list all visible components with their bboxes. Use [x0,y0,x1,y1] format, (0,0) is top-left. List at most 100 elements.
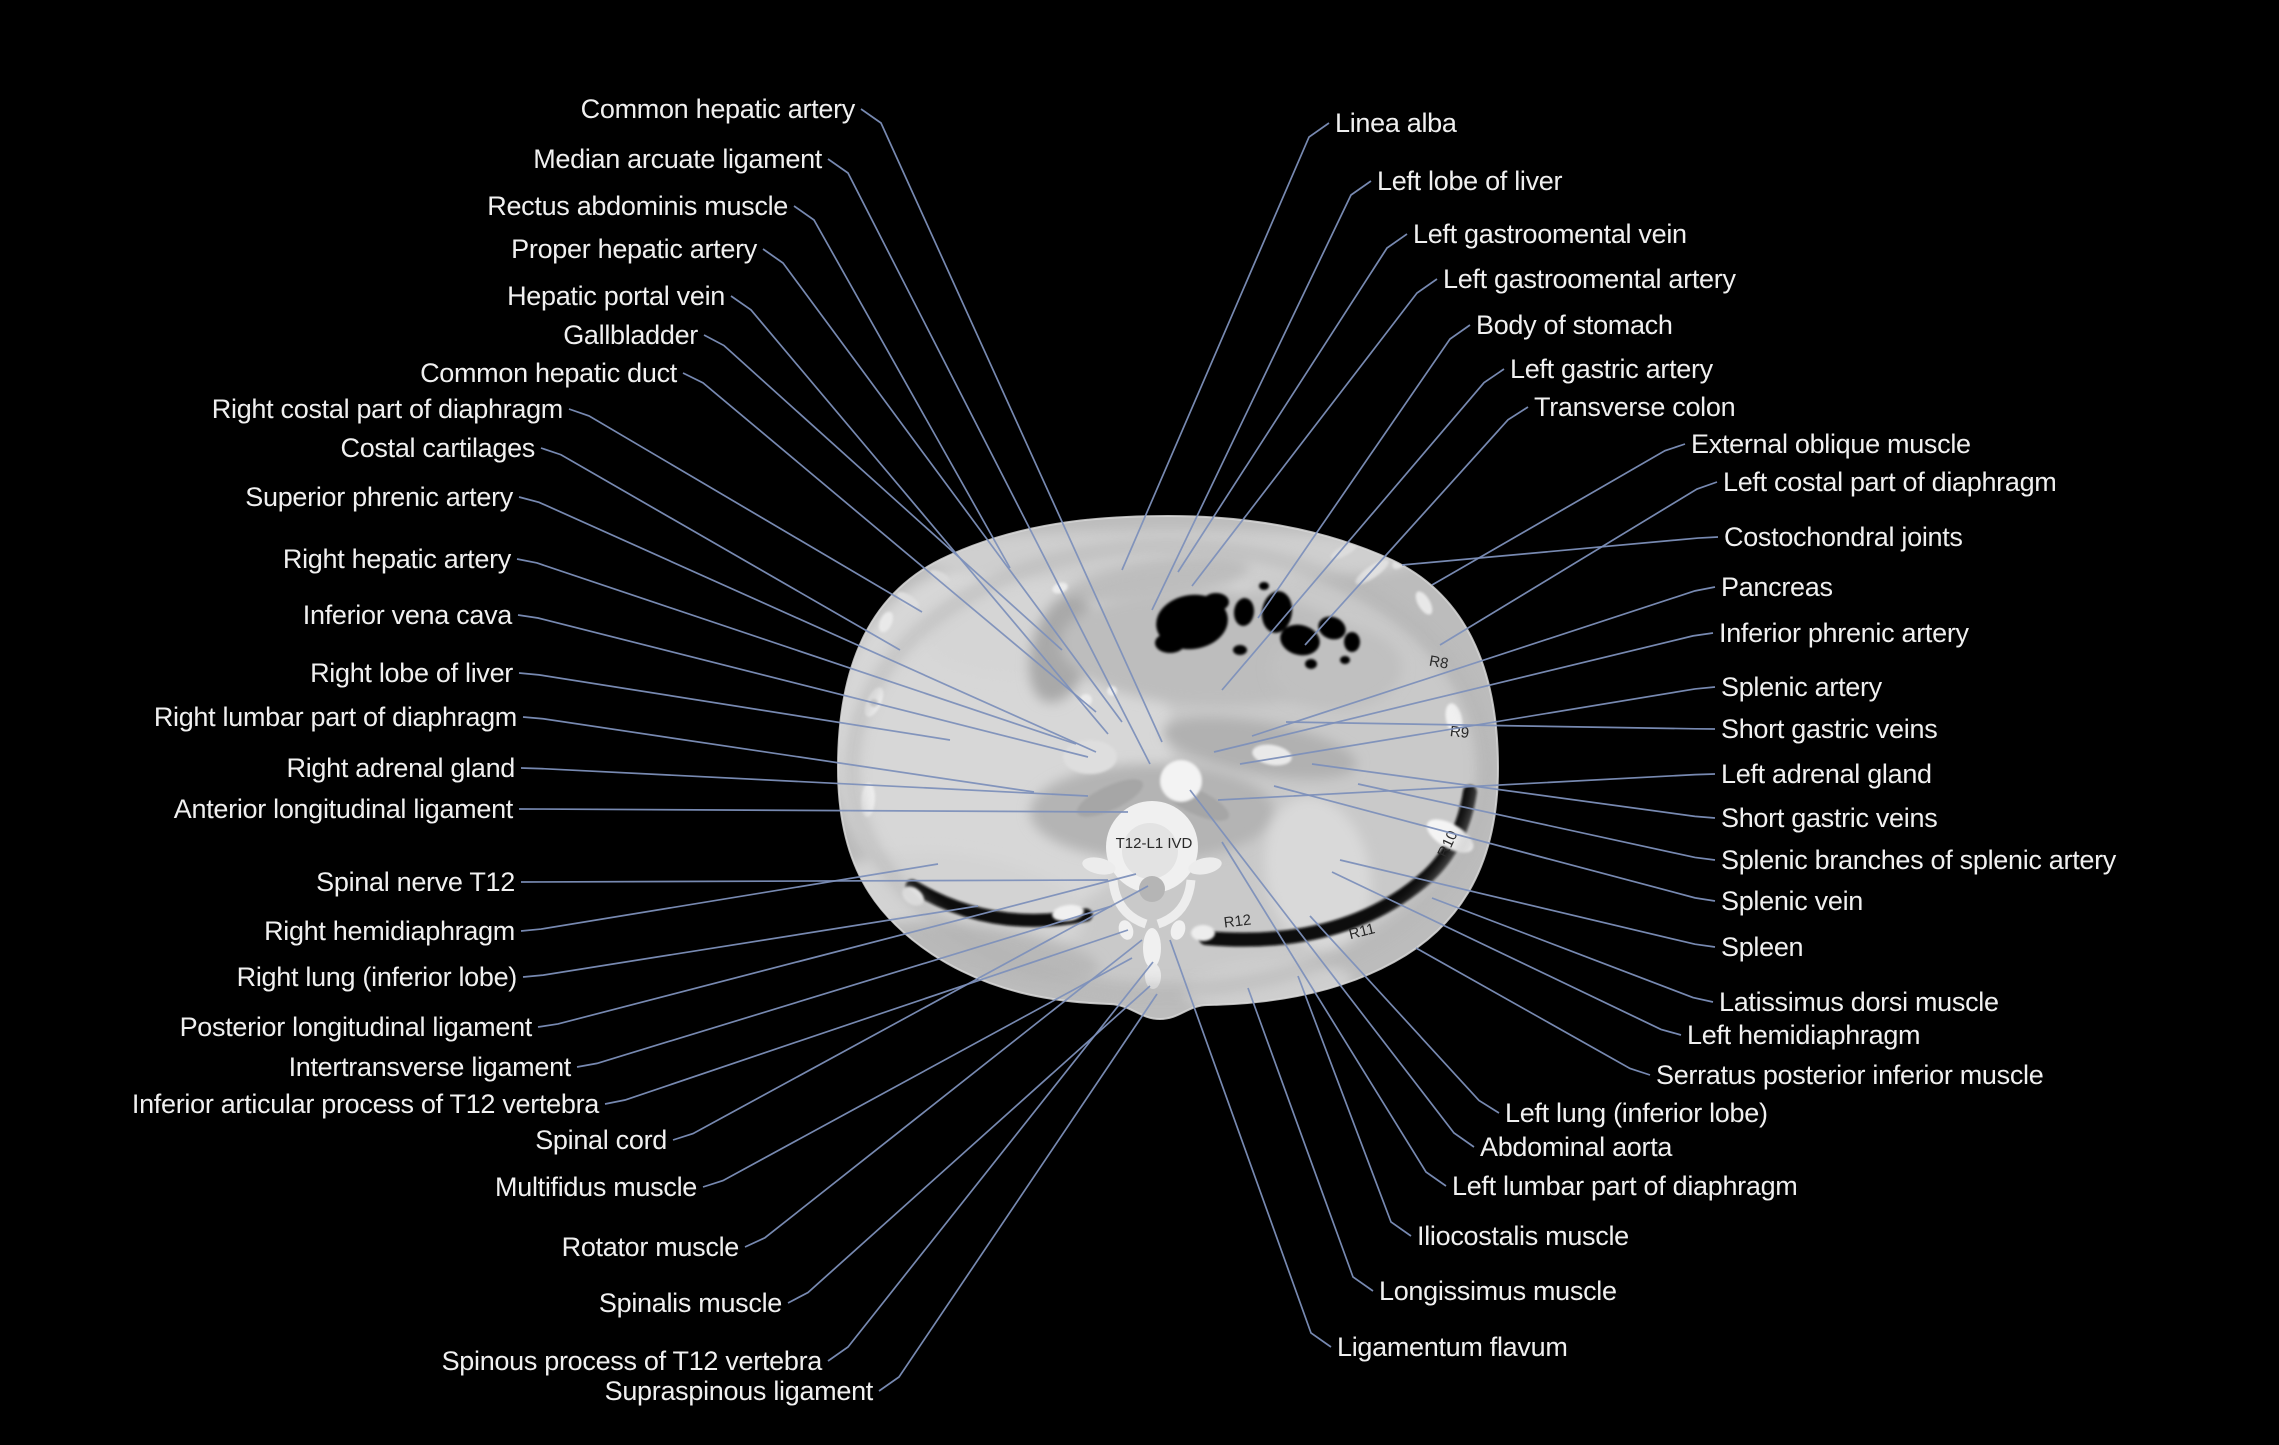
leader-line [518,808,1129,813]
leader-line [1431,897,1714,1003]
leader-line [520,879,1109,883]
anatomy-label: Left gastroomental vein [1413,219,1687,249]
leader-line [1247,987,1374,1292]
leader-line [1285,721,1716,730]
anatomy-label: Left gastroomental artery [1443,264,1736,294]
anatomy-label: Right lumbar part of diaphragm [153,702,517,732]
anatomy-label: Right lobe of liver [310,658,513,688]
anatomy-label: Proper hepatic artery [511,234,757,264]
anatomy-label: Short gastric veins [1721,803,1938,833]
leader-line [1191,278,1438,587]
leader-line [1221,368,1505,691]
leader-line [1151,180,1372,611]
leader-line [1331,871,1682,1036]
anatomy-label: Latissimus dorsi muscle [1719,987,1999,1017]
leader-line [1239,686,1716,765]
anatomy-label: Longissimus muscle [1379,1276,1617,1306]
leader-line [520,767,1089,797]
anatomy-label: Spinalis muscle [598,1288,782,1318]
anatomy-label: External oblique muscle [1691,429,1971,459]
anatomy-label: Splenic vein [1721,886,1863,916]
anatomy-label: Anterior longitudinal ligament [173,794,514,824]
leader-line [1189,789,1475,1148]
leader-line [1177,233,1408,573]
anatomy-label: Serratus posterior inferior muscle [1656,1060,2044,1090]
anatomy-label: Superior phrenic artery [245,482,513,512]
leader-line [827,961,1154,1362]
anatomy-label: Spleen [1721,932,1804,962]
anatomy-label: Body of stomach [1476,310,1673,340]
leader-line [744,939,1143,1248]
anatomy-label: Supraspinous ligament [604,1376,874,1406]
leader-line [520,863,939,932]
anatomy-label: Left lumbar part of diaphragm [1452,1171,1798,1201]
leader-line [568,408,923,613]
leader-line [576,905,1113,1068]
anatomy-label: Left gastric artery [1510,354,1713,384]
leader-line [604,929,1129,1105]
leader-line [1257,324,1471,619]
leader-line [518,496,1097,753]
leader-line [1357,783,1716,861]
leader-line [1121,122,1330,571]
anatomy-label: Splenic artery [1721,672,1882,702]
leader-line [518,672,951,741]
anatomy-label: Left costal part of diaphragm [1723,467,2057,497]
anatomy-label: Inferior articular process of T12 verteb… [131,1089,599,1119]
anatomy-label: Median arcuate ligament [533,144,822,174]
ct-image-label: R8 [1428,653,1450,673]
ct-image-label: T12-L1 IVD [1116,835,1193,852]
anatomy-label: Inferior vena cava [302,600,513,630]
anatomy-label: Ligamentum flavum [1337,1332,1568,1362]
leader-line [762,248,1123,723]
leader-line [730,295,1109,735]
leader-line [1401,536,1719,566]
anatomy-label: Right hepatic artery [282,544,511,574]
anatomy-label: Pancreas [1721,572,1833,602]
anatomy-label: Rectus abdominis muscle [487,191,788,221]
anatomy-label: Costal cartilages [340,433,536,463]
fat-ring [845,539,1491,997]
falciform-wedge [1066,556,1250,604]
leader-line [517,614,1089,758]
anatomy-label: Intertransverse ligament [288,1052,572,1082]
anatomy-label: Spinous process of T12 vertebra [441,1346,823,1376]
leader-line [1169,939,1332,1348]
anatomy-label: Right adrenal gland [286,753,516,783]
leader-line [522,716,1035,793]
vertebra [1082,801,1222,989]
anatomy-label: Left lobe of liver [1377,166,1563,196]
inferior-vena-cava [1063,740,1117,774]
leader-line [702,957,1133,1188]
leader-line [522,905,979,978]
anatomy-label: Linea alba [1335,108,1457,138]
stomach-gas [1155,582,1360,669]
ct-image-label: R11 [1347,920,1377,943]
leader-line [540,447,901,651]
leader-line [672,885,1149,1141]
anatomy-label: Spinal cord [535,1125,667,1155]
spinal-canal [1139,876,1165,902]
leader-line [1309,915,1500,1114]
anatomy-label: Common hepatic duct [420,358,677,388]
leader-line [1439,481,1718,646]
spleen [1264,796,1372,952]
anatomy-label: Gallbladder [563,320,698,350]
anatomy-label: Splenic branches of splenic artery [1721,845,2117,875]
anatomy-label: Costochondral joints [1724,522,1963,552]
leader-line [516,558,1077,745]
leader-line [827,158,1151,765]
anatomy-label: Left adrenal gland [1721,759,1932,789]
leader-line [1251,586,1716,737]
anatomy-label: Inferior phrenic artery [1719,618,1969,648]
leader-line [1221,841,1447,1187]
leader-line [793,205,1011,569]
anatomy-label: Left lung (inferior lobe) [1505,1098,1768,1128]
leader-line [1415,947,1651,1076]
anatomy-label: Iliocostalis muscle [1417,1221,1629,1251]
anatomy-label: Multifidus muscle [495,1172,697,1202]
anatomy-label: Posterior longitudinal ligament [179,1012,533,1042]
ct-image-label: R12 [1223,911,1252,931]
